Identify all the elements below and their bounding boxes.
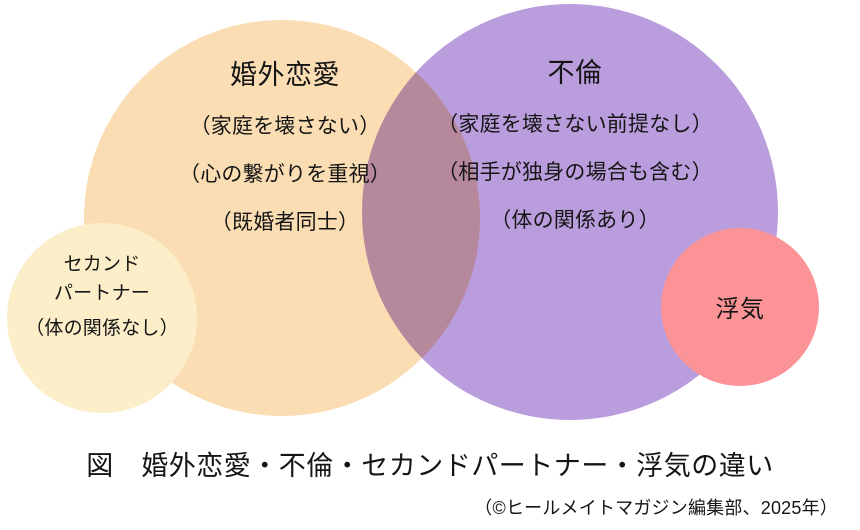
set-attribute-kongai-renai-2: （心の繋がりを重視） xyxy=(179,163,391,186)
set-attribute-second-partner-1: （体の関係なし） xyxy=(25,318,179,339)
label-group-second-partner: セカンド パートナー （体の関係なし） xyxy=(2,255,202,338)
set-attribute-kongai-renai-3: （既婚者同士） xyxy=(210,211,360,234)
circle-second-partner xyxy=(7,223,197,413)
set-heading-furin: 不倫 xyxy=(547,58,603,88)
label-group-uwaki: 浮気 xyxy=(660,298,820,322)
figure-caption: 図 婚外恋愛・不倫・セカンドパートナー・浮気の違い xyxy=(86,451,774,481)
circle-uwaki xyxy=(661,228,819,386)
set-heading-second-partner-line2: パートナー xyxy=(53,283,150,304)
set-heading-kongai-renai: 婚外恋愛 xyxy=(230,60,340,90)
label-group-furin: 不倫 （家庭を壊さない前提なし） （相手が独身の場合も含む） （体の関係あり） xyxy=(410,58,740,232)
set-heading-uwaki: 浮気 xyxy=(715,296,765,323)
set-attribute-furin-1: （家庭を壊さない前提なし） xyxy=(437,113,713,136)
label-group-kongai-renai: 婚外恋愛 （家庭を壊さない） （心の繋がりを重視） （既婚者同士） xyxy=(120,60,450,234)
set-heading-second-partner-line1: セカンド xyxy=(63,254,141,275)
figure-credit: （©ヒールメイトマガジン編集部、2025年） xyxy=(474,498,838,518)
set-attribute-furin-2: （相手が独身の場合も含む） xyxy=(437,161,713,184)
set-attribute-kongai-renai-1: （家庭を壊さない） xyxy=(189,115,381,138)
set-attribute-furin-3: （体の関係あり） xyxy=(490,209,660,232)
